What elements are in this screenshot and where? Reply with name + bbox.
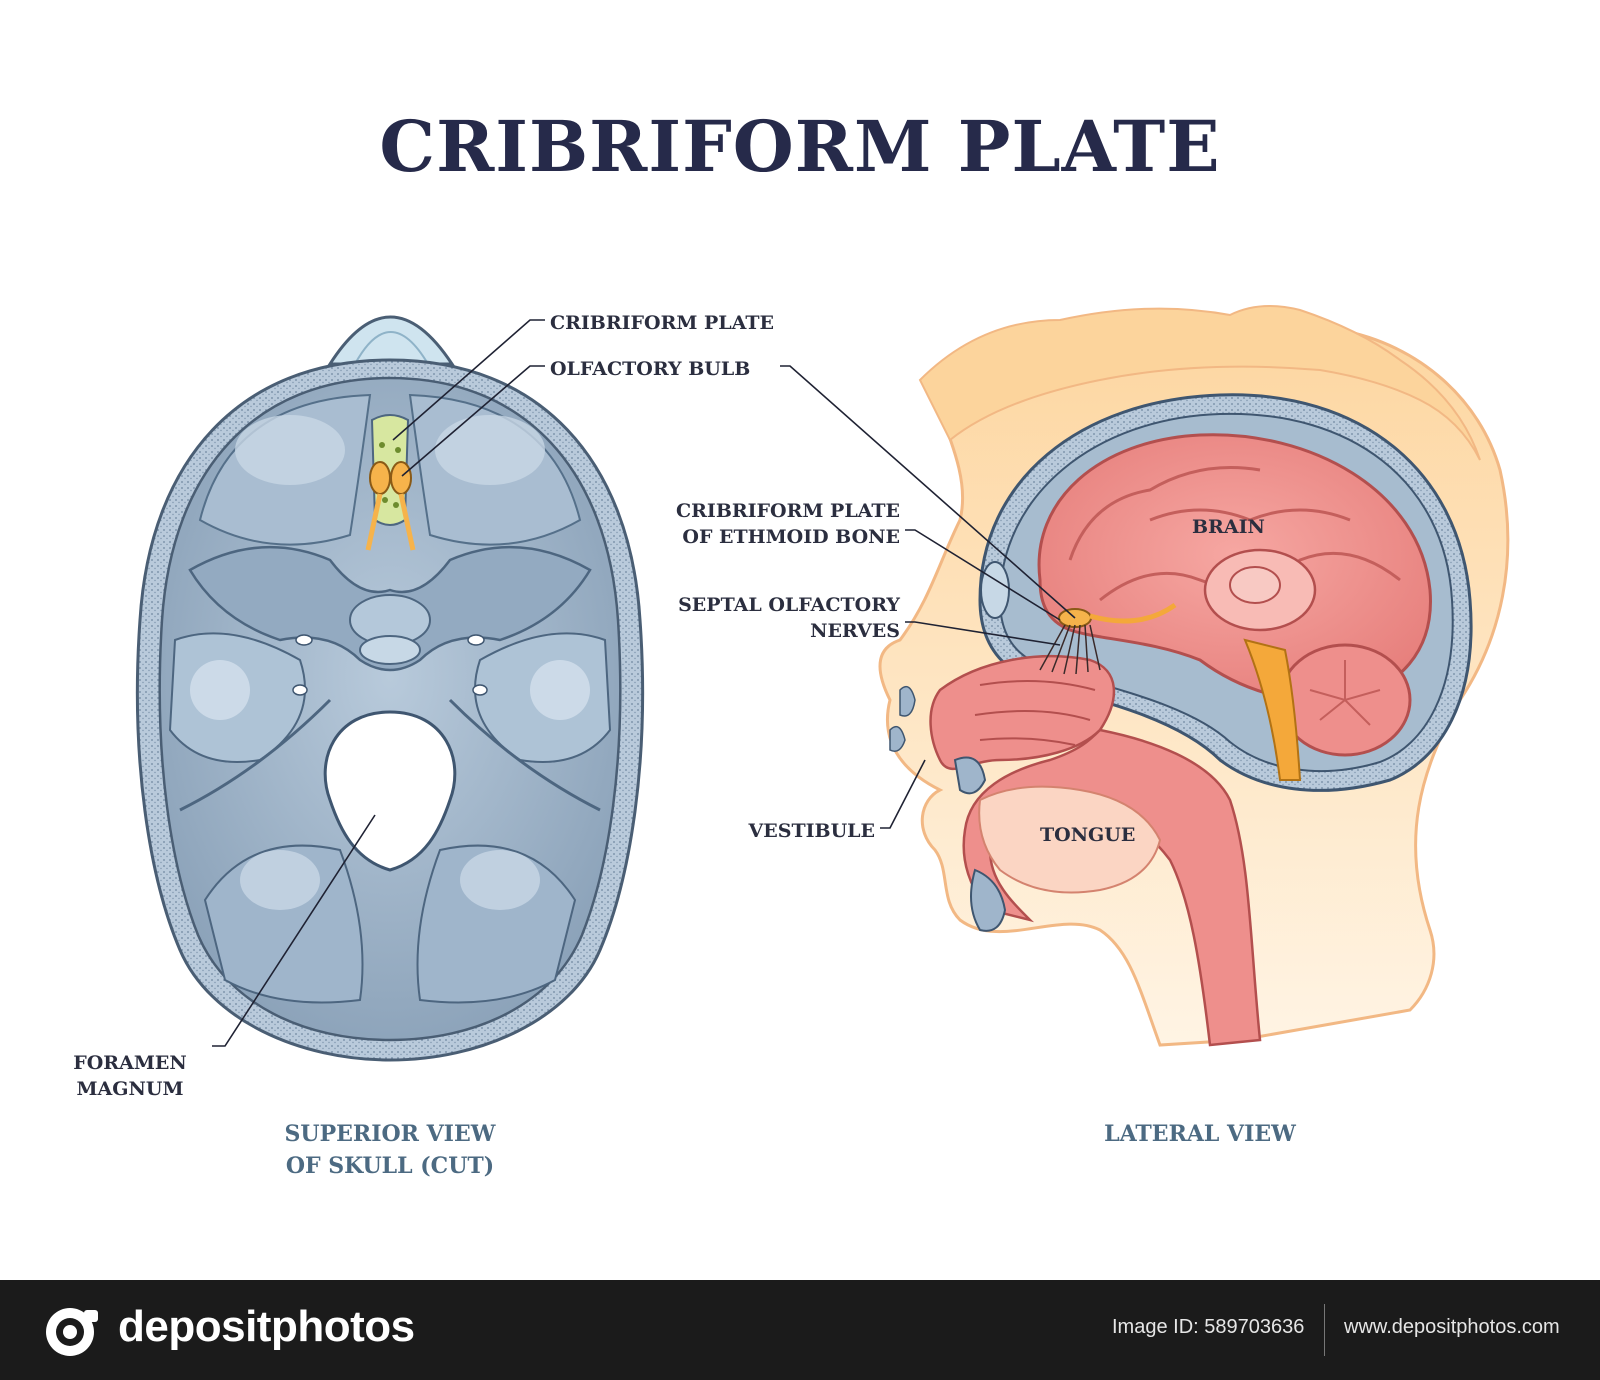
label-brain: BRAIN xyxy=(1192,516,1265,538)
label-septal-nerves-1: SEPTAL OLFACTORY xyxy=(678,594,900,616)
label-septal-nerves-2: NERVES xyxy=(810,620,900,642)
foramen-magnum xyxy=(323,710,457,872)
skull-superior-view xyxy=(135,305,1510,1062)
caption-superior-2: OF SKULL (CUT) xyxy=(285,1153,495,1179)
brainstem xyxy=(1243,638,1302,781)
label-foramen-magnum-2: MAGNUM xyxy=(76,1078,184,1100)
diagram-title: CRIBRIFORM PLATE xyxy=(379,105,1221,188)
label-olfactory-bulb: OLFACTORY BULB xyxy=(550,358,751,380)
olfactory-bulb-top-left xyxy=(369,461,391,495)
footer-divider xyxy=(1324,1304,1325,1356)
image-id: Image ID: 589703636 xyxy=(1112,1316,1305,1338)
caption-lateral: LATERAL VIEW xyxy=(1104,1121,1296,1147)
olfactory-bulb-top-right xyxy=(390,461,412,495)
septal-olfactory-nerves xyxy=(1039,624,1101,675)
leader-lines xyxy=(212,319,1076,1047)
label-cribriform-plate: CRIBRIFORM PLATE xyxy=(550,312,774,334)
crista-galli xyxy=(327,315,455,366)
brand-name: depositphotos xyxy=(118,1302,415,1351)
diagram-canvas: CRIBRIFORM PLATE CRIBRIFORM PLATE OLFACT… xyxy=(73,105,1510,1179)
tongue xyxy=(978,785,1162,894)
label-cribriform-ethmoid-2: OF ETHMOID BONE xyxy=(682,526,900,548)
depositphotos-logo-icon xyxy=(46,1308,98,1356)
label-vestibule: VESTIBULE xyxy=(748,820,875,842)
label-tongue: TONGUE xyxy=(1040,824,1136,846)
label-cribriform-ethmoid-1: CRIBRIFORM PLATE xyxy=(676,500,900,522)
site-url: www.depositphotos.com xyxy=(1344,1316,1560,1338)
watermark-footer: depositphotos Image ID: 589703636 www.de… xyxy=(0,1280,1600,1380)
label-foramen-magnum-1: FORAMEN xyxy=(73,1052,187,1074)
caption-superior-1: SUPERIOR VIEW xyxy=(284,1121,496,1147)
